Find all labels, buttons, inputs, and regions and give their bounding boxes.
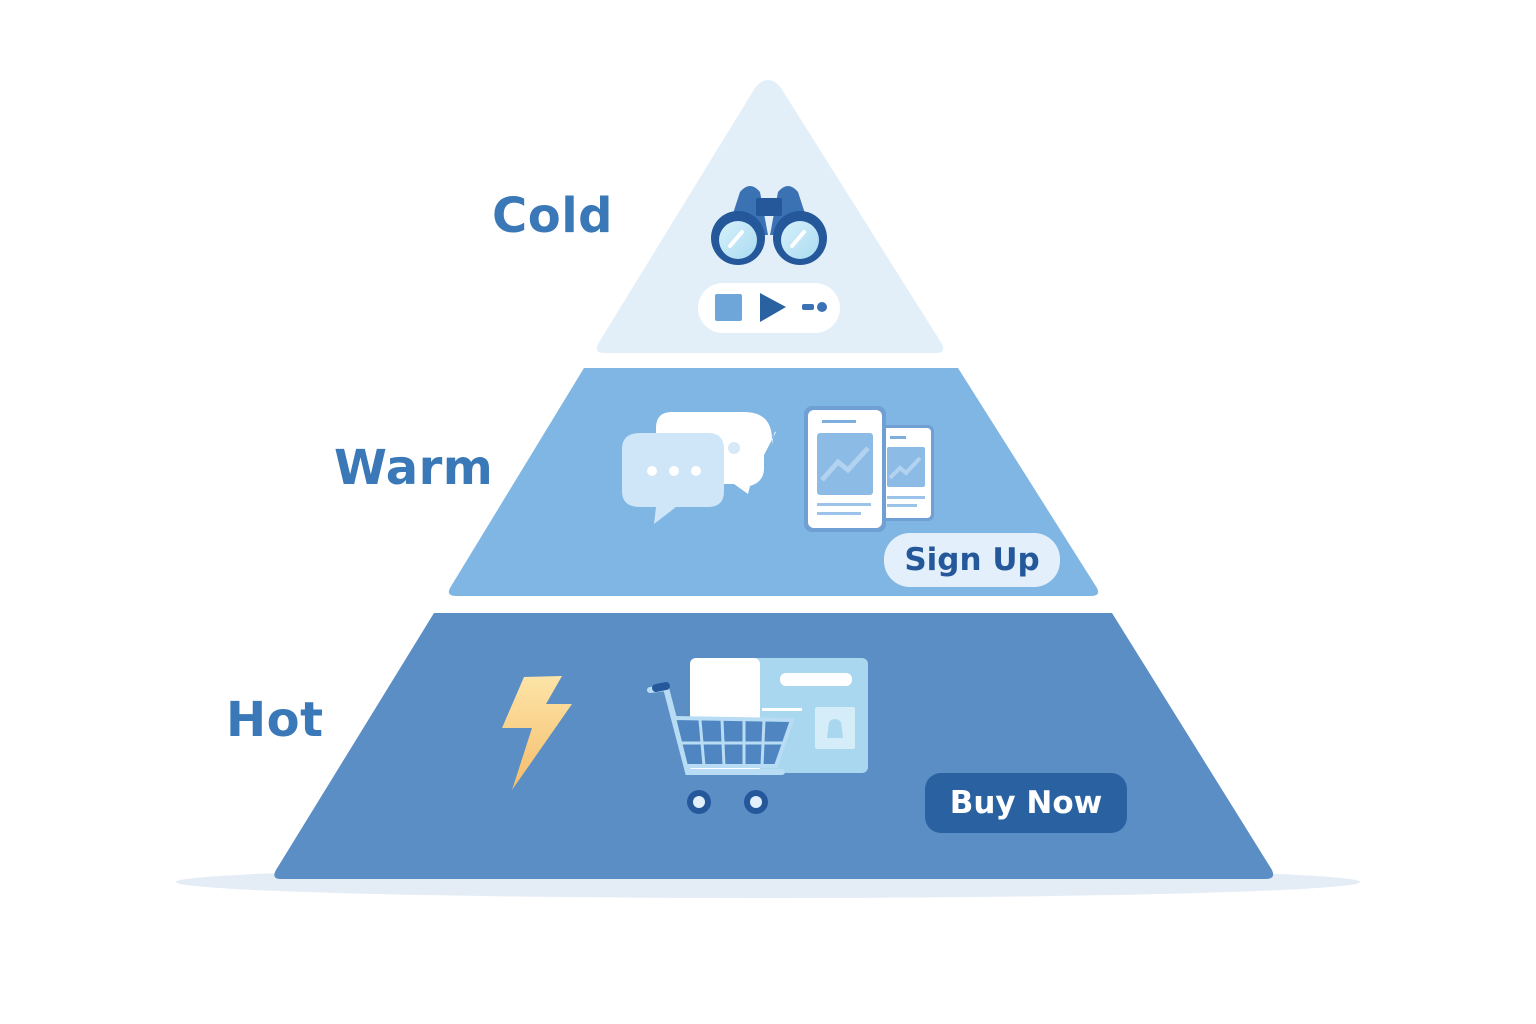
chat-bubbles-icon: [622, 412, 776, 524]
tier-label-cold: Cold: [492, 188, 614, 244]
sign-up-button[interactable]: Sign Up: [884, 533, 1060, 587]
tier-cold: [596, 80, 944, 353]
shopping-cart-icon: [647, 682, 795, 814]
lightning-icon: [502, 676, 572, 790]
tier-label-hot: Hot: [226, 692, 324, 748]
media-player-icon: [698, 283, 840, 333]
document-chart-icon: [804, 406, 934, 532]
buy-now-button[interactable]: Buy Now: [925, 773, 1127, 833]
binoculars-icon: [711, 186, 827, 265]
tier-label-warm: Warm: [334, 440, 494, 496]
